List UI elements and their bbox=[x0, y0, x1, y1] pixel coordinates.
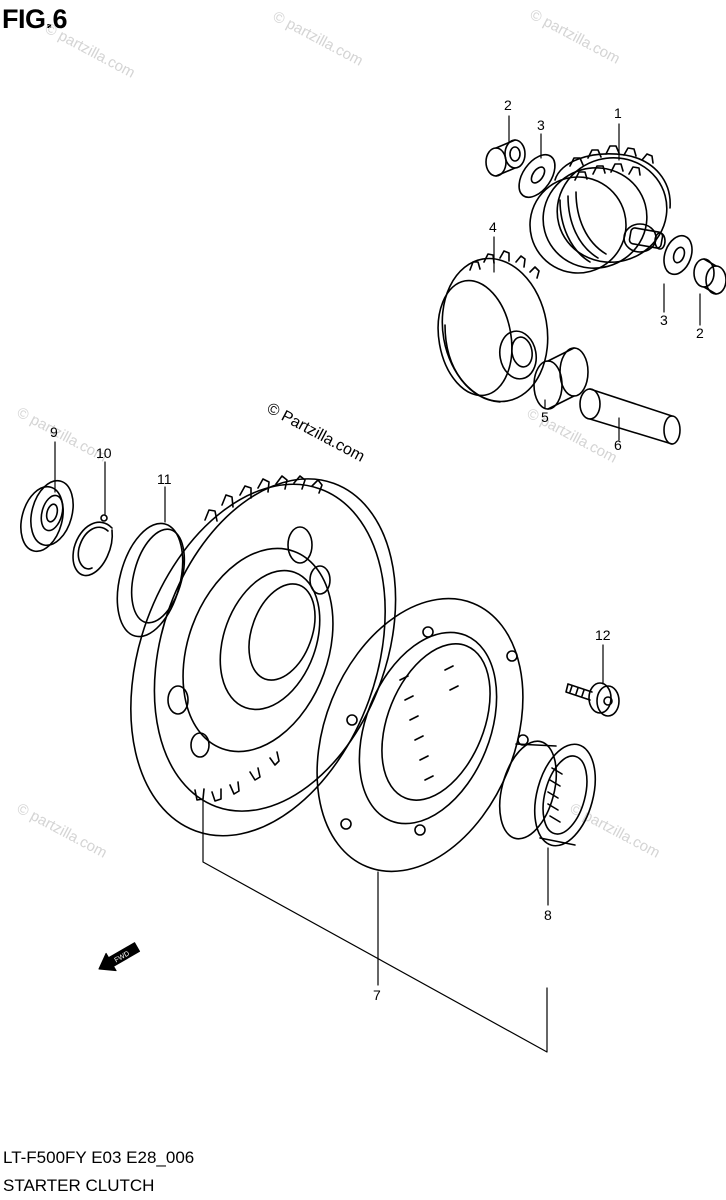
callout-3: 3 bbox=[537, 117, 545, 133]
bushing-top-part bbox=[485, 139, 526, 177]
callout-2b: 2 bbox=[696, 325, 704, 341]
starter-clutch-gear-part bbox=[130, 475, 397, 837]
callout-11: 11 bbox=[157, 471, 172, 487]
leader-lines bbox=[54, 115, 701, 1053]
bolt-part bbox=[565, 682, 620, 717]
figure-title: FIG.6 bbox=[2, 4, 68, 34]
callout-9: 9 bbox=[50, 424, 58, 440]
idle-gear-assembly-part bbox=[529, 145, 671, 274]
bushing-right-part bbox=[693, 258, 726, 295]
bearing-part bbox=[20, 479, 74, 553]
idle-gear-part bbox=[437, 250, 549, 403]
callout-6: 6 bbox=[614, 437, 622, 453]
washer-top-part bbox=[518, 153, 556, 199]
callout-8: 8 bbox=[544, 907, 552, 923]
washer-right-part bbox=[663, 234, 693, 276]
callout-12: 12 bbox=[595, 627, 611, 643]
diagram-caption: STARTER CLUTCH bbox=[3, 1176, 155, 1195]
callout-labels: 1 2 3 4 5 6 3 2 9 10 11 12 7 8 bbox=[50, 97, 704, 1003]
diagram-code: LT-F500FY E03 E28_006 bbox=[3, 1148, 195, 1167]
fwd-arrow-icon: FWD bbox=[98, 942, 141, 972]
callout-4: 4 bbox=[489, 219, 497, 235]
idle-gear-bushing-part bbox=[533, 347, 589, 410]
one-way-clutch-part bbox=[498, 740, 597, 847]
callout-7: 7 bbox=[373, 987, 381, 1003]
callout-5: 5 bbox=[541, 409, 549, 425]
one-way-clutch-housing-part bbox=[316, 597, 529, 873]
callout-2: 2 bbox=[504, 97, 512, 113]
circlip-part bbox=[72, 514, 114, 577]
fwd-label: FWD bbox=[114, 950, 131, 964]
idle-gear-shaft-part bbox=[579, 388, 681, 445]
callout-3b: 3 bbox=[660, 312, 668, 328]
callout-1: 1 bbox=[614, 105, 622, 121]
callout-10: 10 bbox=[96, 445, 112, 461]
